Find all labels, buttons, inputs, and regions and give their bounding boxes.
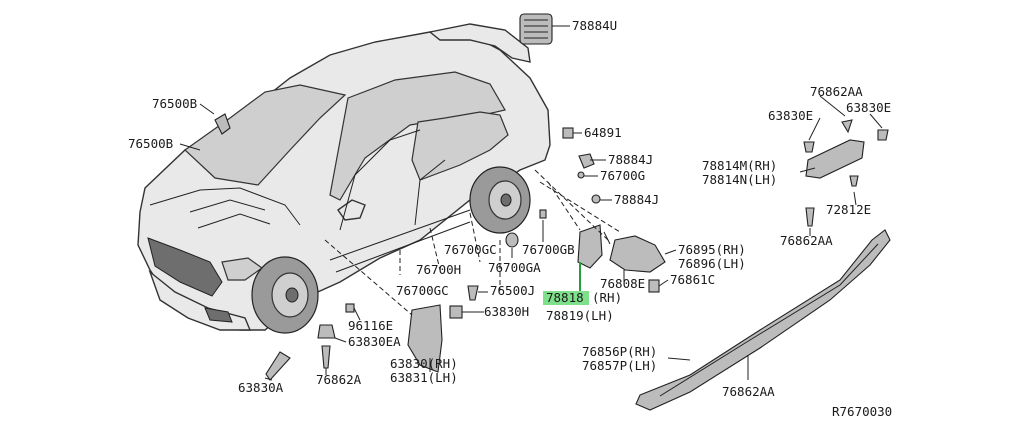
label-63830H: 63830H	[484, 304, 529, 319]
label-76896: 76896(LH)	[678, 256, 746, 271]
label-76862AA-middle: 76862AA	[780, 233, 833, 248]
label-78819: 78819(LH)	[546, 308, 614, 323]
label-76856P: 76856P(RH)	[582, 344, 657, 359]
label-76700GA: 76700GA	[488, 260, 541, 275]
label-76700H: 76700H	[416, 262, 461, 277]
label-76862AA-bottom: 76862AA	[722, 384, 775, 399]
label-63830-rh: 63830(RH)	[390, 356, 458, 371]
label-76500B-lower: 76500B	[128, 136, 173, 151]
label-76700GB: 76700GB	[522, 242, 575, 257]
leader-lines	[179, 25, 883, 381]
label-76500B-upper: 76500B	[152, 96, 197, 111]
label-76857P: 76857P(LH)	[582, 358, 657, 373]
label-96116E: 96116E	[348, 318, 393, 333]
label-63830EA: 63830EA	[348, 334, 401, 349]
vehicle-illustration	[137, 23, 551, 334]
label-76500J: 76500J	[490, 283, 535, 298]
label-76700GC-lower: 76700GC	[396, 283, 449, 298]
label-63830E-right: 63830E	[846, 100, 891, 115]
label-76862A: 76862A	[316, 372, 362, 387]
label-78884J-upper: 78884J	[608, 152, 653, 167]
label-76862AA-top: 76862AA	[810, 84, 863, 99]
label-78884J-lower: 78884J	[614, 192, 659, 207]
parts-shapes	[265, 13, 891, 411]
label-72812E: 72812E	[826, 202, 871, 217]
callout-labels: 78884U 76500B 76500B 64891 78884J 76700G…	[128, 18, 892, 419]
label-76700G: 76700G	[600, 168, 645, 183]
highlight-78818	[543, 291, 589, 305]
label-78818-rh: (RH)	[592, 290, 622, 305]
label-63830A: 63830A	[238, 380, 284, 395]
label-78814N: 78814N(LH)	[702, 172, 777, 187]
label-76700GC-upper: 76700GC	[444, 242, 497, 257]
label-63830E-left: 63830E	[768, 108, 813, 123]
label-78814M: 78814M(RH)	[702, 158, 777, 173]
label-78818: 78818	[546, 290, 584, 305]
label-76895: 76895(RH)	[678, 242, 746, 257]
label-76808E: 76808E	[600, 276, 645, 291]
label-63831-lh: 63831(LH)	[390, 370, 458, 385]
label-78884U: 78884U	[572, 18, 617, 33]
diagram-reference-number: R7670030	[832, 404, 892, 419]
label-64891: 64891	[584, 125, 622, 140]
label-76861C: 76861C	[670, 272, 715, 287]
